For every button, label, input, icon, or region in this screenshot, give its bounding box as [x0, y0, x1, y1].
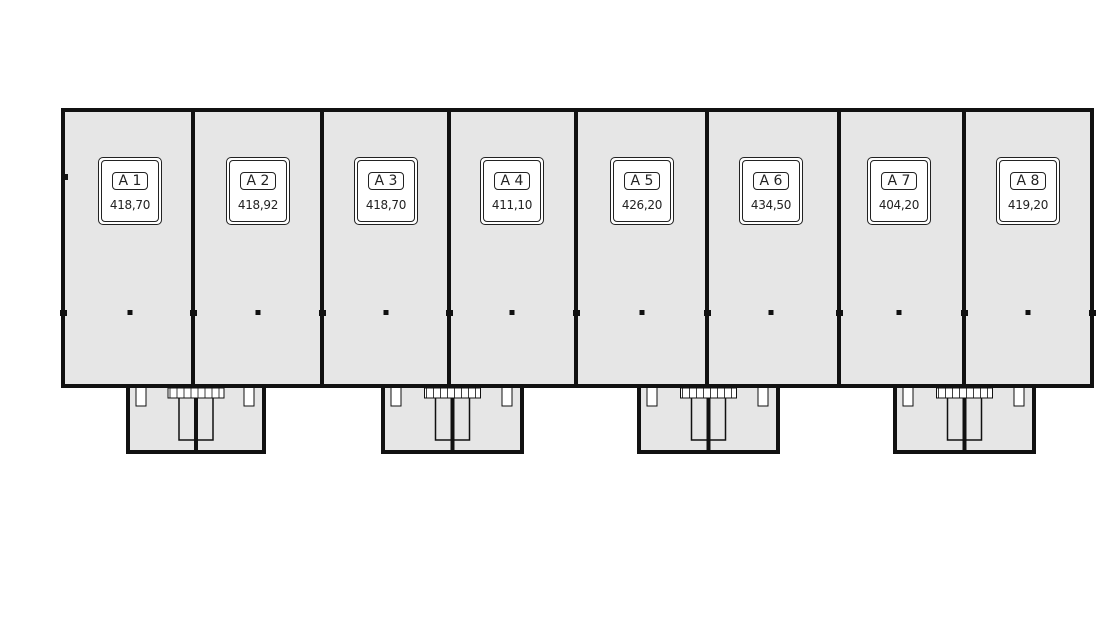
wall-column: [836, 310, 843, 316]
column: [639, 310, 645, 315]
unit-label-5: A 5 426,20: [610, 157, 674, 225]
column: [255, 310, 261, 315]
stair-treads: [167, 387, 225, 399]
column: [1025, 310, 1031, 315]
unit-name: A 3: [368, 172, 404, 190]
unit-label-6: A 6 434,50: [739, 157, 803, 225]
unit-name: A 1: [112, 172, 148, 190]
column: [509, 310, 515, 315]
unit-label-2: A 2 418,92: [226, 157, 290, 225]
unit-name: A 7: [881, 172, 917, 190]
unit-name: A 6: [753, 172, 789, 190]
unit-label-4: A 4 411,10: [480, 157, 544, 225]
wall-column: [704, 310, 711, 316]
wall-column: [60, 310, 67, 316]
column: [768, 310, 774, 315]
unit-area: 418,92: [237, 198, 279, 212]
wall-column: [190, 310, 197, 316]
unit-area: 426,20: [621, 198, 663, 212]
unit-area: 418,70: [365, 198, 407, 212]
stair-treads: [936, 387, 993, 399]
unit-area: 418,70: [109, 198, 151, 212]
stair-treads: [680, 387, 737, 399]
stair-treads: [424, 387, 481, 399]
unit-label-3: A 3 418,70: [354, 157, 418, 225]
wall-column: [961, 310, 968, 316]
wall-column: [319, 310, 326, 316]
unit-name: A 5: [624, 172, 660, 190]
unit-label-1: A 1 418,70: [98, 157, 162, 225]
unit-name: A 2: [240, 172, 276, 190]
column: [383, 310, 389, 315]
wall-column: [1089, 310, 1096, 316]
unit-name: A 8: [1010, 172, 1046, 190]
unit-area: 404,20: [878, 198, 920, 212]
unit-label-8: A 8 419,20: [996, 157, 1060, 225]
unit-area: 434,50: [750, 198, 792, 212]
unit-name: A 4: [494, 172, 530, 190]
column: [896, 310, 902, 315]
column: [127, 310, 133, 315]
unit-label-7: A 7 404,20: [867, 157, 931, 225]
wall-column: [573, 310, 580, 316]
unit-area: 419,20: [1007, 198, 1049, 212]
wall-column: [446, 310, 453, 316]
wall-column: [62, 174, 68, 180]
unit-area: 411,10: [491, 198, 533, 212]
